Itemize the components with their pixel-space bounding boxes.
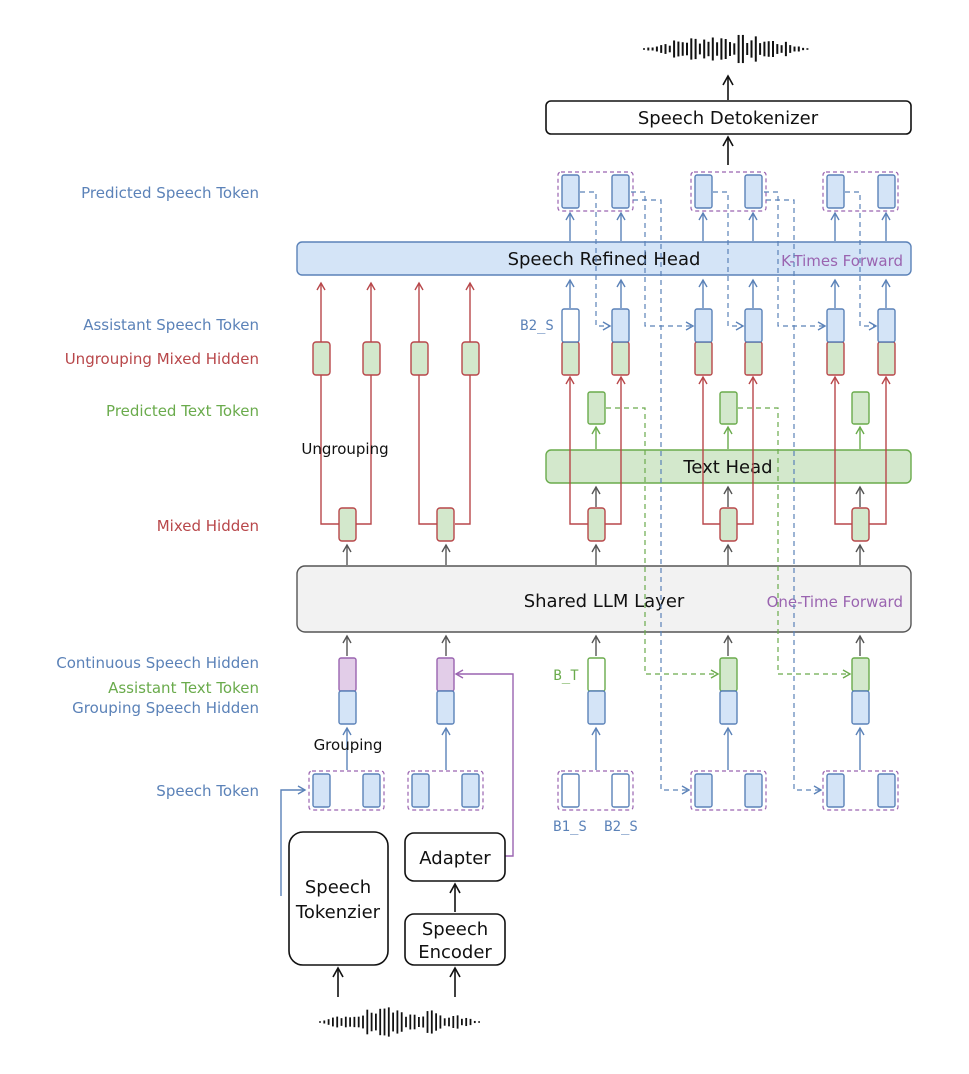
arrow-tokenizer-to-tokens (280, 785, 307, 896)
speech-encoder-line2: Encoder (418, 942, 492, 963)
b2-s-top-label: B2_S (520, 318, 554, 334)
grouping-label: Grouping (314, 736, 383, 754)
label-speech-token: Speech Token (156, 782, 259, 800)
text-head-label: Text Head (682, 457, 772, 478)
speech-refined-head-block: Speech Refined Head K-Times Forward (296, 241, 912, 276)
label-assistant-text-token: Assistant Text Token (108, 679, 259, 697)
ungrouping-arrows (316, 281, 475, 525)
speech-tokenizer-line1: Speech (305, 877, 371, 898)
adapter-block: Adapter (404, 832, 506, 882)
one-time-forward-label: One-Time Forward (767, 593, 903, 611)
label-assistant-speech-token: Assistant Speech Token (83, 316, 259, 334)
text-head-block: Text Head (545, 449, 912, 484)
ungrouping-mixed-hidden-left (312, 341, 480, 376)
ungrouping-label: Ungrouping (301, 440, 388, 458)
speech-token-groups-left (308, 770, 484, 811)
speech-encoder-block: Speech Encoder (404, 913, 506, 966)
text-to-next-input-dashed (606, 407, 852, 679)
shared-llm-layer-block: Shared LLM Layer One-Time Forward (296, 565, 912, 633)
speech-feedback-dashed (580, 191, 878, 331)
label-ungrouping-mixed-hidden: Ungrouping Mixed Hidden (65, 350, 259, 368)
adapter-label: Adapter (419, 848, 491, 869)
label-mixed-hidden: Mixed Hidden (157, 517, 259, 535)
speech-to-next-input-dashed (633, 199, 823, 795)
mixed-hidden-left (338, 507, 455, 542)
output-waveform-icon (643, 34, 809, 64)
b2-s-bottom-label: B2_S (604, 819, 638, 835)
row-labels: Predicted Speech Token Assistant Speech … (56, 184, 259, 800)
label-continuous-speech-hidden: Continuous Speech Hidden (56, 654, 259, 672)
b1-s-label: B1_S (553, 819, 587, 835)
input-waveform-icon (319, 1007, 481, 1037)
label-predicted-text-token: Predicted Text Token (106, 402, 259, 420)
speech-tokenizer-block: Speech Tokenzier (288, 831, 389, 966)
label-grouping-speech-hidden: Grouping Speech Hidden (72, 699, 259, 717)
b-t-label: B_T (553, 668, 579, 684)
arrow-adapter-to-hidden (454, 669, 514, 857)
speech-tokenizer-line2: Tokenzier (295, 902, 381, 923)
speech-refined-head-label: Speech Refined Head (508, 249, 701, 270)
speech-hidden-left (338, 657, 455, 725)
speech-detokenizer-block: Speech Detokenizer (545, 100, 912, 135)
generation-column-1: B1_S B2_S B_T B2_S (520, 171, 638, 835)
speech-encoder-line1: Speech (422, 919, 488, 940)
generation-column-2 (690, 171, 767, 811)
speech-detokenizer-label: Speech Detokenizer (638, 108, 819, 129)
generation-column-3 (822, 171, 899, 811)
k-times-forward-label: K-Times Forward (781, 252, 903, 270)
label-predicted-speech-token: Predicted Speech Token (81, 184, 259, 202)
